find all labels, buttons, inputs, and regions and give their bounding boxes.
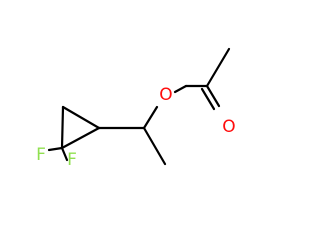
fluorine-label-1: F	[36, 145, 46, 165]
ring-bond-bottom	[60, 126, 101, 150]
bond-c-f1	[47, 146, 64, 152]
bond-ch-methyl	[142, 126, 167, 166]
ester-oxygen-label: O	[159, 85, 172, 105]
molecule-structure: F F O O	[36, 47, 236, 170]
bond-ch-o	[142, 105, 159, 130]
fluorine-label-2: F	[67, 150, 77, 170]
bond-carbonyl-methyl	[205, 47, 231, 88]
ring-bond-left	[60, 105, 65, 150]
bond-c-f2	[60, 146, 69, 162]
bond-o-carbonyl-c	[173, 84, 188, 94]
bond-carbonyl-o-1	[205, 84, 221, 108]
carbonyl-oxygen-label: O	[222, 117, 235, 137]
ring-bond-top	[61, 105, 101, 130]
bond-carbonyl-o-2	[200, 87, 216, 111]
